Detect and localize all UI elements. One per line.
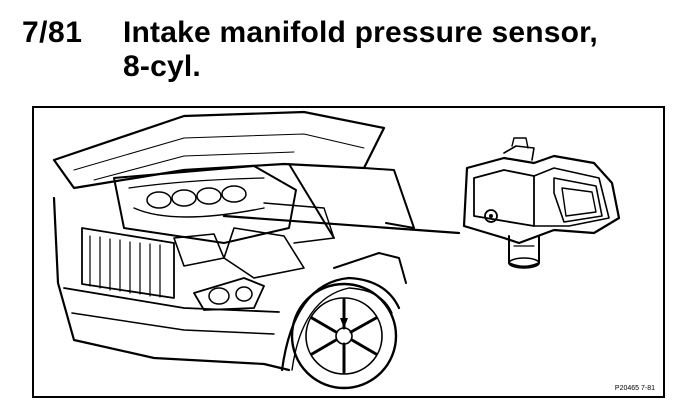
front-wheel	[290, 282, 398, 390]
sensor-leader-line	[222, 214, 461, 235]
car-body-outline	[52, 196, 291, 372]
section-number: 7/81	[22, 16, 83, 49]
open-hood	[52, 110, 386, 190]
page-title-line-1: Intake manifold pressure sensor,	[123, 16, 598, 49]
illustration-frame: P20465 7-81	[32, 106, 665, 398]
radiator-grille	[81, 227, 175, 299]
headlight	[193, 277, 265, 311]
page-title-line-2: 8-cyl.	[123, 50, 201, 83]
pressure-sensor	[462, 154, 621, 245]
engine-bay-illustration	[52, 110, 621, 390]
engine-block	[113, 165, 297, 244]
figure-code: P20465 7-81	[614, 385, 655, 392]
page-heading: 7/81 Intake manifold pressure sensor, 8-…	[0, 0, 688, 90]
